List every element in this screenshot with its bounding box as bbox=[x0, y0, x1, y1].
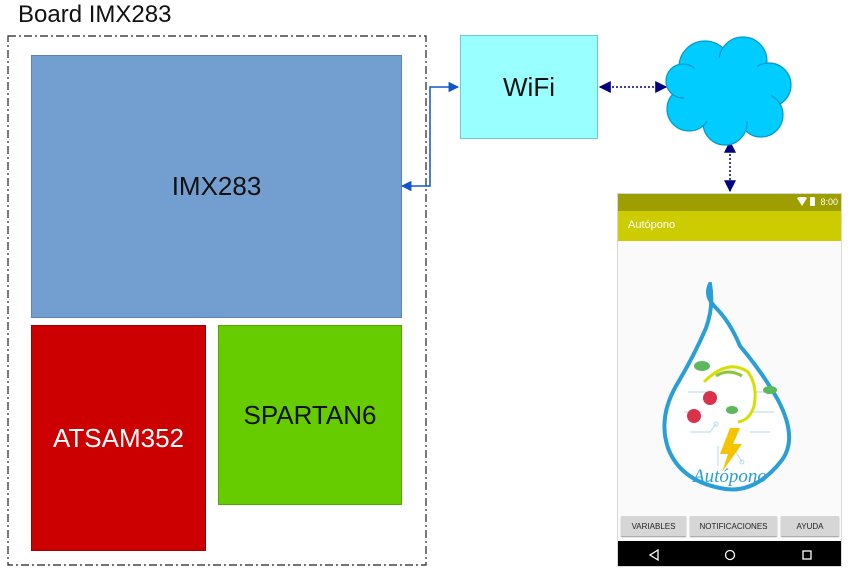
phone-screen: 8:00 Autópono Autópono VARIABLES NOTIFIC… bbox=[617, 193, 842, 567]
home-icon[interactable] bbox=[720, 545, 740, 565]
app-title: Autópono bbox=[628, 219, 676, 231]
status-time: 8:00 bbox=[820, 197, 838, 207]
atsam352-label: ATSAM352 bbox=[52, 422, 184, 453]
recents-icon[interactable] bbox=[797, 545, 817, 565]
status-bar: 8:00 bbox=[618, 194, 841, 211]
imx283-block: IMX283 bbox=[31, 55, 402, 318]
spartan6-label: SPARTAN6 bbox=[243, 399, 377, 430]
imx-wifi-connector bbox=[400, 81, 460, 192]
wifi-block: WiFi bbox=[460, 35, 598, 139]
notificaciones-button[interactable]: NOTIFICACIONES bbox=[690, 516, 777, 536]
wifi-signal-icon bbox=[797, 197, 807, 206]
ayuda-button[interactable]: AYUDA bbox=[781, 516, 839, 536]
variables-button[interactable]: VARIABLES bbox=[621, 516, 686, 536]
app-bar: Autópono bbox=[618, 211, 841, 241]
imx283-label: IMX283 bbox=[171, 171, 262, 201]
atsam352-block: ATSAM352 bbox=[31, 325, 206, 551]
board-frame bbox=[7, 35, 427, 566]
navigation-bar bbox=[618, 541, 841, 566]
board-title: Board IMX283 bbox=[18, 1, 172, 28]
spartan6-block: SPARTAN6 bbox=[218, 325, 402, 505]
battery-icon bbox=[810, 197, 815, 206]
autopono-logo: Autópono bbox=[662, 282, 792, 492]
wifi-label: WiFi bbox=[503, 71, 555, 102]
logo-text: Autópono bbox=[691, 466, 767, 487]
cloud-icon bbox=[665, 36, 792, 146]
back-icon[interactable] bbox=[644, 545, 664, 565]
